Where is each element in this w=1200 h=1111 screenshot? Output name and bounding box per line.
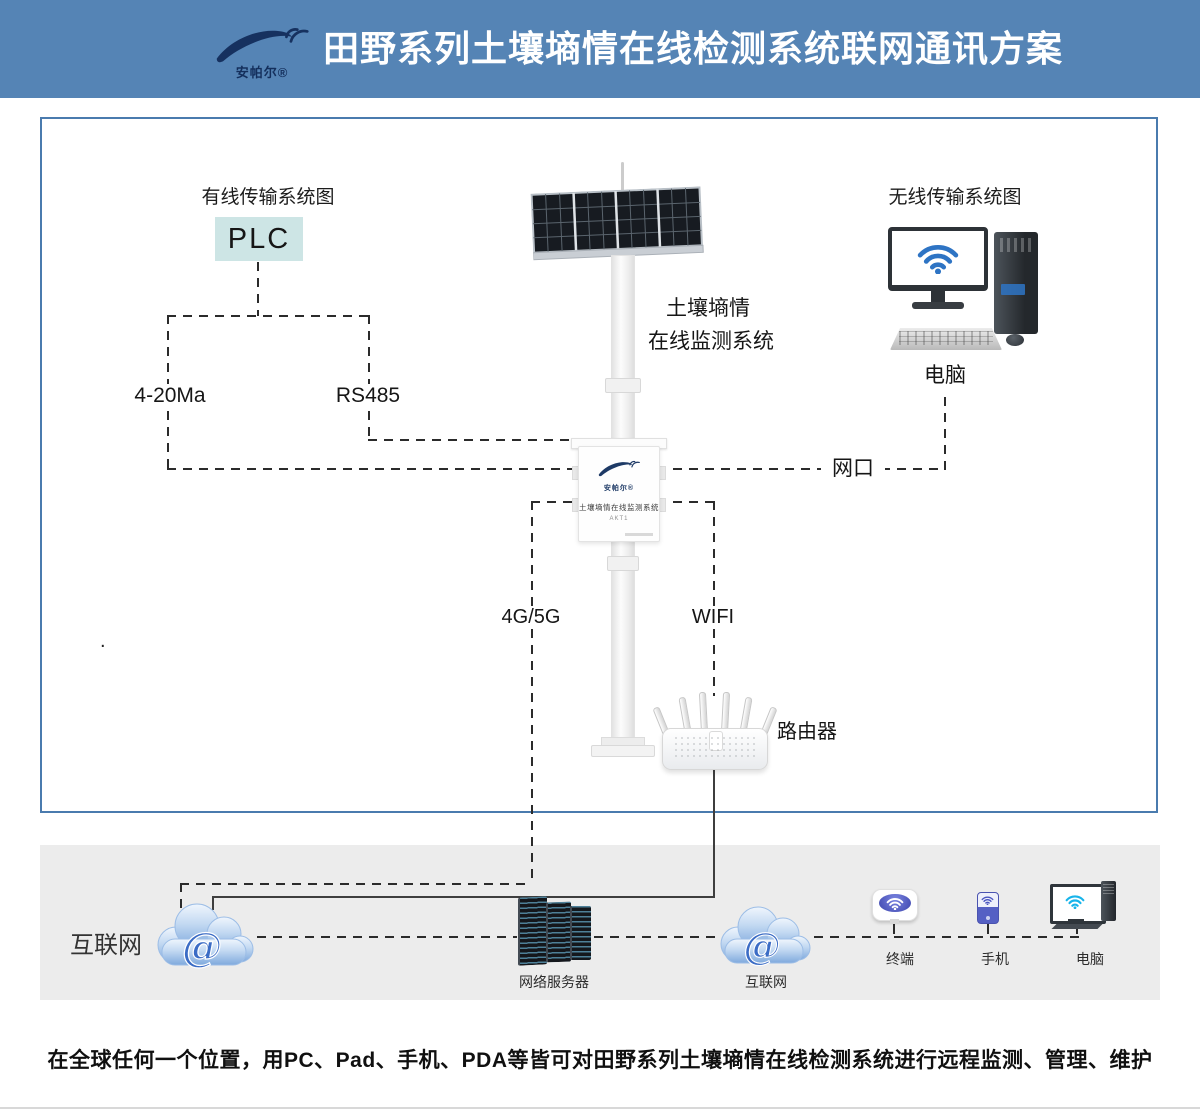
pole-base-plate xyxy=(591,745,655,757)
remote-pc-label: 电脑 xyxy=(1076,951,1104,967)
phone-device xyxy=(977,892,999,924)
pole-joint-lower xyxy=(607,556,639,571)
pc-screen xyxy=(892,231,984,285)
wifi-icon xyxy=(886,898,904,910)
wire-420ma-run xyxy=(167,468,578,470)
wifi-icon xyxy=(1065,895,1085,909)
label-netport: 网口 xyxy=(821,457,885,482)
wire-netport-run xyxy=(657,468,945,470)
station-caption-line1: 土壤墒情 xyxy=(666,297,750,320)
pc-monitor xyxy=(888,227,988,291)
brand-swoosh-icon xyxy=(215,28,309,64)
page-title: 田野系列土壤墒情在线检测系统联网通讯方案 xyxy=(323,28,1064,69)
pc-monitor-stand xyxy=(931,291,945,303)
at-symbol: @ xyxy=(744,924,781,968)
terminal-device xyxy=(872,889,918,921)
terminal-label: 终端 xyxy=(886,951,914,967)
wifi-icon xyxy=(916,240,960,274)
internet-cloud: @ xyxy=(157,903,254,972)
footer-description: 在全球任何一个位置，用PC、Pad、手机、PDA等皆可对田野系列土壤墒情在线检测… xyxy=(47,1049,1153,1072)
server-rack xyxy=(546,901,571,963)
station-antenna xyxy=(621,162,624,198)
pc-monitor-base xyxy=(912,302,964,309)
wifi-icon xyxy=(981,896,994,905)
device-swoosh-icon xyxy=(598,460,640,477)
wire-4g5g-stub xyxy=(531,501,578,503)
wire-plc-drop xyxy=(257,262,259,316)
brand-logo: 安帕尔® xyxy=(212,26,312,84)
wire-router-across xyxy=(212,896,715,898)
terminal-stand xyxy=(890,919,899,924)
wire-split-bar xyxy=(167,315,369,317)
router-port xyxy=(709,731,723,751)
device-box: 安帕尔® 土壤墒情在线监测系统 AKT1 xyxy=(578,446,660,542)
plc-box: PLC xyxy=(215,217,303,261)
terminal-connector xyxy=(893,921,895,934)
cloud-label: 互联网 xyxy=(745,974,787,990)
pc-keyboard xyxy=(890,328,1002,350)
server-rack xyxy=(570,906,591,960)
wire-router-down xyxy=(713,770,715,898)
phone-label: 手机 xyxy=(981,951,1009,967)
tower-vents xyxy=(1000,238,1032,252)
at-symbol: @ xyxy=(182,924,222,971)
label-router: 路由器 xyxy=(777,721,837,743)
header-bar: 安帕尔® 田野系列土壤墒情在线检测系统联网通讯方案 xyxy=(0,0,1200,98)
tower-display xyxy=(1001,284,1025,295)
router-body xyxy=(662,728,768,770)
label-rs485: RS485 xyxy=(318,384,418,409)
wire-wifi-stub xyxy=(657,501,714,503)
server-rack xyxy=(518,896,547,966)
remote-pc-monitor xyxy=(1050,884,1106,924)
pc-connector xyxy=(1076,925,1078,934)
device-name: 土壤墒情在线监测系统 xyxy=(579,503,659,512)
device-brand: 安帕尔® xyxy=(603,485,635,492)
terminal-screen xyxy=(879,894,911,912)
brand-name: 安帕尔® xyxy=(235,65,289,80)
wire-4g5g-strip-run xyxy=(180,883,532,885)
label-wifi: WIFI xyxy=(683,606,743,629)
wifi-router xyxy=(652,690,778,774)
stray-dot: . xyxy=(100,630,106,652)
wire-pc-drop xyxy=(944,397,946,470)
wire-cloud-server xyxy=(257,936,517,938)
bottom-border xyxy=(0,1107,1200,1109)
device-fine-print xyxy=(625,533,653,536)
device-model: AKT1 xyxy=(609,516,629,522)
wired-section-title: 有线传输系统图 xyxy=(201,187,335,208)
server-label: 网络服务器 xyxy=(519,974,589,990)
phone-connector xyxy=(987,921,989,934)
remote-pc-keyboard xyxy=(1051,924,1103,929)
label-pc-right: 电脑 xyxy=(915,364,975,389)
wire-rs485-run xyxy=(368,439,578,441)
wire-server-cloud xyxy=(594,936,716,938)
network-server xyxy=(518,896,591,967)
phone-home-button xyxy=(986,916,990,920)
station-caption-line2: 在线监测系统 xyxy=(648,330,774,353)
wireless-section-title: 无线传输系统图 xyxy=(888,187,1022,208)
pc-tower xyxy=(994,232,1038,334)
label-4-20ma: 4-20Ma xyxy=(120,384,220,409)
remote-pc-tower xyxy=(1101,881,1116,921)
label-4g5g: 4G/5G xyxy=(496,606,566,629)
wire-cloud-devices xyxy=(814,936,1079,938)
internet-cloud: @ xyxy=(720,906,811,969)
remote-pc-stand xyxy=(1068,919,1084,923)
pole-joint-upper xyxy=(605,378,641,393)
internet-label: 互联网 xyxy=(70,932,142,959)
wire-router-cloud-drop xyxy=(212,896,214,910)
wire-4g5g-cloud-drop xyxy=(180,883,182,908)
pc-mouse xyxy=(1006,334,1024,346)
wire-4g5g-drop xyxy=(531,501,533,885)
solar-panel xyxy=(530,186,704,261)
wire-wifi-drop xyxy=(713,501,715,696)
wire-rs485-drop xyxy=(368,315,370,441)
